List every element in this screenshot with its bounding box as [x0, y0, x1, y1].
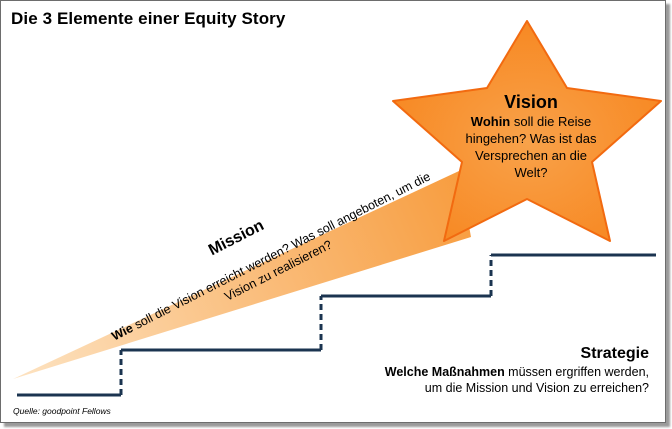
strategy-stairs	[17, 253, 656, 397]
vision-question-rest: soll die Reise hingehen? Was ist das Ver…	[465, 114, 597, 180]
strategie-line-1: Welche Maßnahmen müssen ergriffen werden…	[319, 364, 649, 380]
strategie-bold: Welche Maßnahmen	[384, 365, 505, 379]
mission-beam	[13, 171, 471, 379]
source-note: Quelle: goodpoint Fellows	[13, 406, 111, 416]
vision-question: Wohin soll die Reise hingehen? Was ist d…	[463, 113, 599, 181]
vision-heading: Vision	[504, 92, 558, 112]
strategie-line-2: um die Mission und Vision zu erreichen?	[424, 381, 649, 395]
strategie-text-block: Strategie Welche Maßnahmen müssen ergrif…	[319, 344, 649, 396]
vision-text-block: Vision Wohin soll die Reise hingehen? Wa…	[463, 91, 599, 181]
slide-frame: Die 3 Elemente einer Equity Story	[0, 0, 666, 423]
strategie-rest: müssen ergriffen werden,	[504, 365, 649, 379]
slide-title: Die 3 Elemente einer Equity Story	[11, 9, 286, 28]
strategie-heading: Strategie	[580, 345, 649, 362]
vision-question-bold: Wohin	[470, 114, 511, 129]
diagram-canvas	[13, 20, 662, 397]
vision-star	[392, 20, 662, 242]
